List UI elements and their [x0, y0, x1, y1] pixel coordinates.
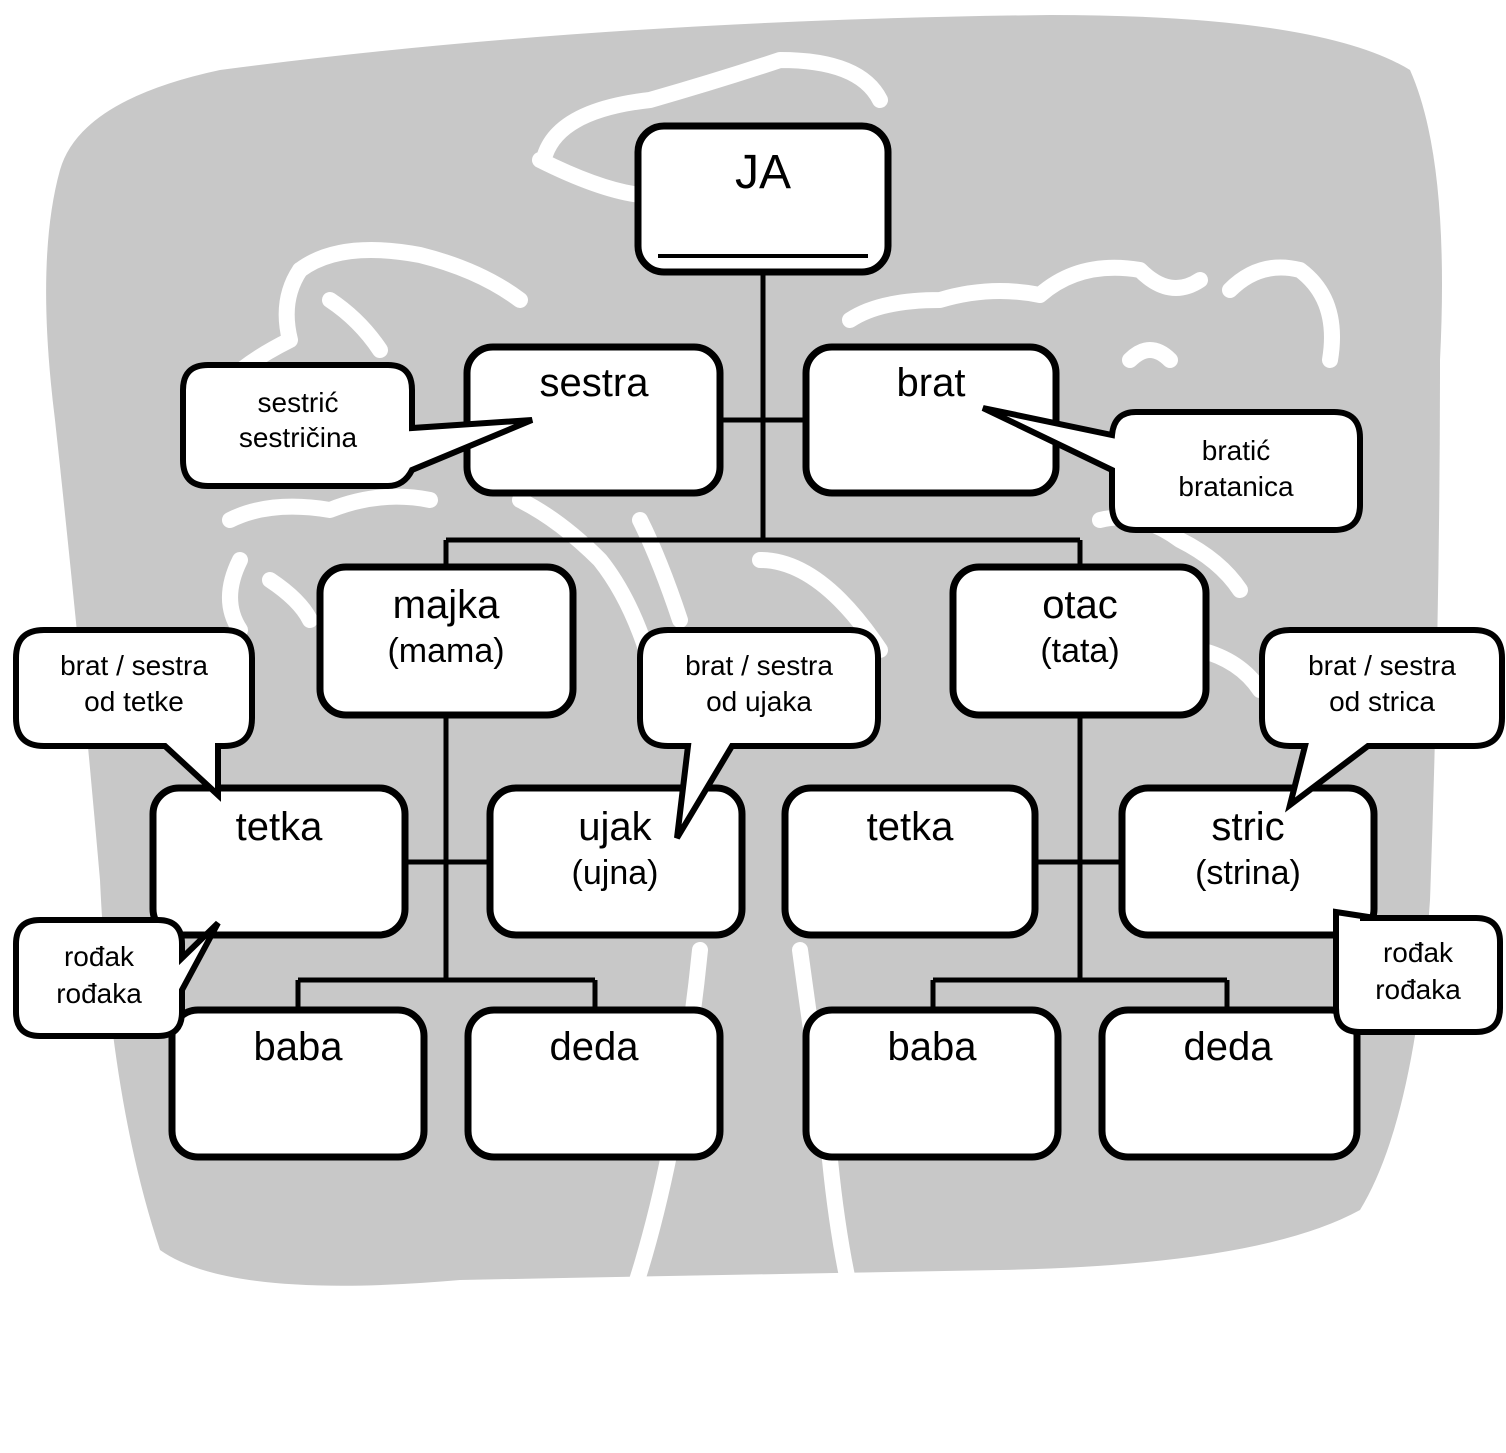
maternal-grandmother-label: baba	[254, 1025, 344, 1069]
callout-cousin-tetka-line1: brat / sestra	[60, 650, 208, 681]
callout-cousin-tetka-line2: od tetke	[84, 686, 184, 717]
mother-box: majka (mama)	[316, 563, 577, 719]
paternal-grandmother-box: baba	[802, 1006, 1062, 1161]
callout-brother-children-line1: bratić	[1202, 435, 1270, 466]
callout-cousin-ujak-line1: brat / sestra	[685, 650, 833, 681]
maternal-aunt-label: tetka	[236, 805, 323, 849]
paternal-uncle-sub: (strina)	[1195, 854, 1301, 892]
me-label: JA	[735, 146, 791, 199]
callout-relative-right-line1: rođak	[1383, 937, 1454, 968]
callout-relative-right-line2: rođaka	[1375, 974, 1461, 1005]
callout-cousin-ujak-line2: od ujaka	[706, 686, 812, 717]
maternal-aunt-box: tetka	[149, 784, 409, 939]
paternal-aunt-box: tetka	[781, 784, 1039, 939]
callout-cousin-stric-line1: brat / sestra	[1308, 650, 1456, 681]
callout-sister-children: sestrić sestričina	[180, 362, 534, 489]
callout-brother-children: bratić bratanica	[981, 405, 1363, 533]
mother-label: majka	[393, 583, 500, 627]
mother-sub: (mama)	[387, 632, 504, 670]
callout-sister-children-line2: sestričina	[239, 422, 358, 453]
maternal-uncle-sub: (ujna)	[572, 854, 659, 892]
maternal-grandmother-box: baba	[168, 1006, 428, 1161]
paternal-grandmother-label: baba	[888, 1025, 978, 1069]
paternal-aunt-label: tetka	[867, 805, 954, 849]
connector-lines	[295, 272, 1230, 1010]
maternal-grandfather-box: deda	[464, 1006, 724, 1161]
paternal-uncle-label: stric	[1211, 805, 1284, 849]
father-label: otac	[1042, 583, 1118, 627]
callout-relative-right: rođak rođaka	[1333, 908, 1503, 1035]
paternal-grandfather-label: deda	[1184, 1025, 1274, 1069]
callout-relative-left-line1: rođak	[64, 941, 135, 972]
father-box: otac (tata)	[949, 563, 1210, 719]
maternal-uncle-label: ujak	[578, 805, 652, 849]
paternal-uncle-box: stric (strina)	[1118, 784, 1378, 939]
callout-brother-children-line2: bratanica	[1178, 471, 1294, 502]
callout-relative-left: rođak rođaka	[13, 917, 221, 1039]
paternal-grandfather-box: deda	[1098, 1006, 1361, 1161]
maternal-grandfather-label: deda	[550, 1025, 640, 1069]
callout-sister-children-line1: sestrić	[258, 387, 339, 418]
sister-box: sestra	[463, 343, 724, 497]
brother-label: brat	[897, 361, 966, 405]
callout-cousin-stric-line2: od strica	[1329, 686, 1435, 717]
me-box: JA	[634, 122, 892, 276]
maternal-uncle-box: ujak (ujna)	[486, 784, 746, 939]
father-sub: (tata)	[1040, 632, 1119, 670]
callout-cousin-stric: brat / sestra od strica	[1259, 627, 1505, 813]
sister-label: sestra	[540, 361, 650, 405]
brother-box: brat	[802, 343, 1060, 497]
callout-cousin-tetka: brat / sestra od tetke	[13, 627, 255, 802]
callout-cousin-ujak: brat / sestra od ujaka	[637, 627, 881, 840]
callout-relative-left-line2: rođaka	[56, 978, 142, 1009]
